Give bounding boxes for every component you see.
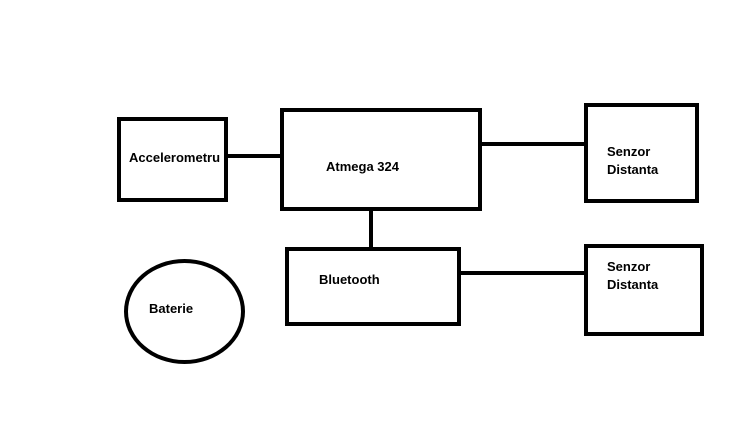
- atmega-block: [280, 108, 482, 211]
- atmega-label: Atmega 324: [326, 159, 399, 174]
- accelerometru-block: [117, 117, 228, 202]
- bluetooth-block: [285, 247, 461, 326]
- senzor-distanta-top-label-line2: Distanta: [607, 162, 659, 177]
- baterie-label: Baterie: [149, 301, 194, 316]
- accelerometru-label: Accelerometru: [129, 150, 221, 165]
- wire-accelerometru-atmega: [226, 154, 283, 158]
- senzor-distanta-bottom-block: [584, 244, 704, 336]
- wire-bluetooth-senzor-bottom: [457, 271, 588, 275]
- senzor-distanta-top-label-line1: Senzor: [607, 144, 651, 159]
- senzor-distanta-bottom-label-line2: Distanta: [607, 277, 659, 292]
- wire-atmega-bluetooth: [369, 207, 373, 251]
- baterie-ellipse: [124, 259, 245, 364]
- wire-atmega-senzor-top: [479, 142, 588, 146]
- senzor-distanta-bottom-label-line1: Senzor: [607, 259, 651, 274]
- senzor-distanta-top-block: [584, 103, 699, 203]
- bluetooth-label: Bluetooth: [319, 272, 380, 287]
